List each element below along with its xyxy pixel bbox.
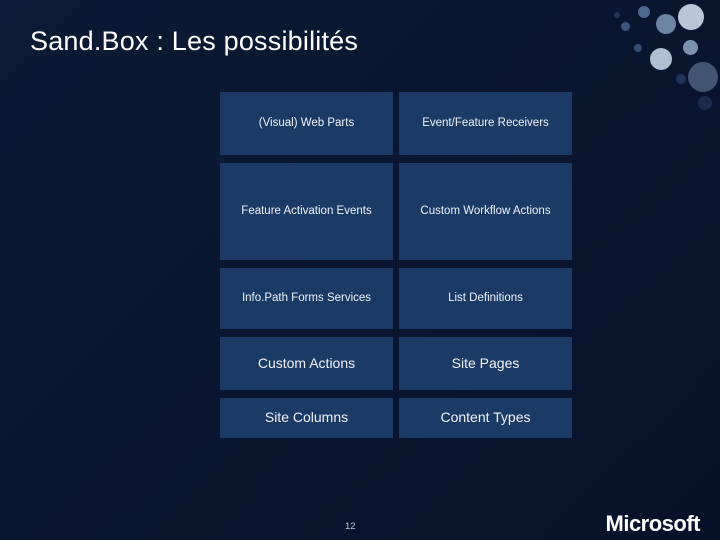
bubble-icon xyxy=(683,40,698,55)
microsoft-logo: Microsoft xyxy=(605,511,701,536)
grid-row: Site Columns Content Types xyxy=(220,398,584,438)
bubble-icon xyxy=(678,4,704,30)
bubble-icon xyxy=(688,62,718,92)
bubble-icon xyxy=(621,22,630,31)
grid-cell: Site Pages xyxy=(399,337,572,390)
grid-row: Feature Activation Events Custom Workflo… xyxy=(220,163,584,260)
bubble-icon xyxy=(698,96,712,110)
grid-cell: Custom Workflow Actions xyxy=(399,163,572,260)
grid-cell: (Visual) Web Parts xyxy=(220,92,393,155)
grid-cell: List Definitions xyxy=(399,268,572,329)
bubble-icon xyxy=(634,44,642,52)
bubble-icon xyxy=(676,74,686,84)
grid-row: Custom Actions Site Pages xyxy=(220,337,584,390)
slide-title: Sand.Box : Les possibilités xyxy=(30,26,359,56)
capability-grid: (Visual) Web Parts Event/Feature Receive… xyxy=(220,92,584,446)
grid-row: Info.Path Forms Services List Definition… xyxy=(220,268,584,329)
grid-cell: Info.Path Forms Services xyxy=(220,268,393,329)
grid-cell: Feature Activation Events xyxy=(220,163,393,260)
bubble-icon xyxy=(638,6,650,18)
bubble-icon xyxy=(650,48,672,70)
grid-cell: Custom Actions xyxy=(220,337,393,390)
bubble-icon xyxy=(656,14,676,34)
grid-cell: Event/Feature Receivers xyxy=(399,92,572,155)
bubble-icon xyxy=(614,12,620,18)
grid-row: (Visual) Web Parts Event/Feature Receive… xyxy=(220,92,584,155)
page-number: 12 xyxy=(345,521,356,532)
grid-cell: Content Types xyxy=(399,398,572,438)
decorative-bubbles xyxy=(560,0,720,120)
grid-cell: Site Columns xyxy=(220,398,393,438)
